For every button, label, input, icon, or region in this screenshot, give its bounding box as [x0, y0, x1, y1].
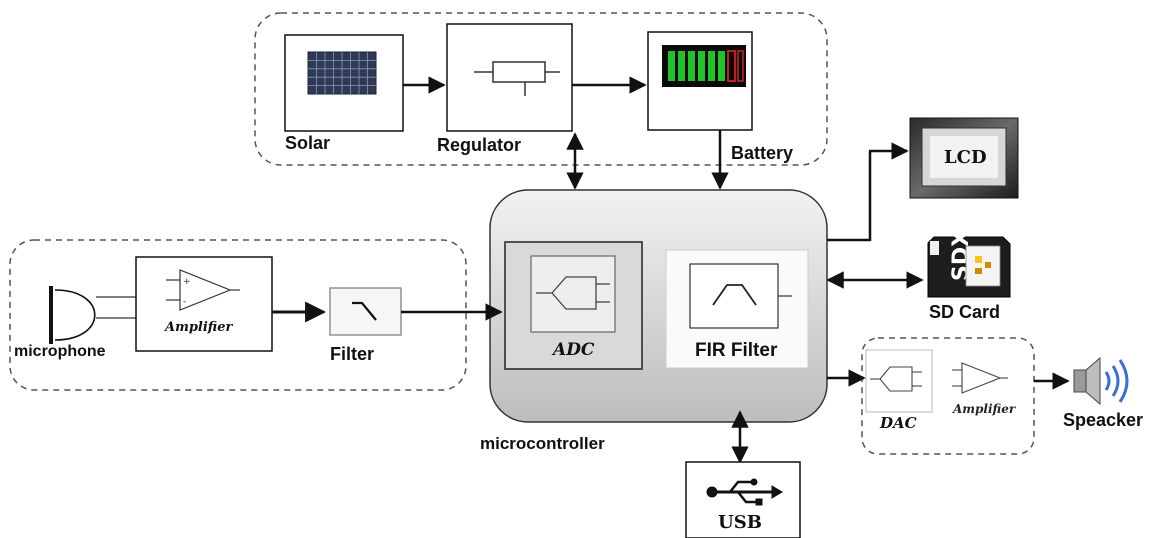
microphone-label: microphone: [14, 343, 106, 360]
usb-icon: [706, 478, 783, 506]
lcd-label: LCD: [944, 147, 987, 168]
adc-icon: [536, 276, 610, 310]
amplifier-out-icon: [952, 362, 1008, 394]
bandpass-icon: [712, 284, 757, 306]
sd-card-icon: SDX: [927, 230, 1011, 298]
filter-block: [329, 287, 402, 336]
svg-text:-: -: [183, 297, 186, 307]
microcontroller-block: [489, 189, 828, 423]
adc-label: ADC: [553, 340, 595, 360]
lcd-block: [909, 117, 1019, 199]
speaker-icon: [1073, 356, 1129, 406]
dac-block: [865, 349, 933, 413]
amplifier-in-block: + -: [135, 256, 273, 352]
battery-label: Battery: [731, 143, 794, 163]
speaker-label: Speacker: [1063, 410, 1144, 430]
usb-block: [685, 461, 801, 538]
solar-panel-icon: [307, 51, 377, 95]
fir-filter-label: FIR Filter: [695, 340, 778, 361]
svg-text:+: +: [183, 277, 191, 287]
battery-icon: [662, 45, 746, 87]
adc-block: [504, 241, 643, 370]
microphone-icon: [49, 286, 136, 344]
sd-card-label: SD Card: [929, 302, 1001, 322]
usb-label: USB: [718, 512, 762, 533]
battery-block: [647, 31, 753, 131]
regulator-label: Regulator: [437, 135, 522, 155]
regulator-block: [446, 23, 573, 132]
microcontroller-label: microcontroller: [480, 434, 605, 453]
regulator-icon: [474, 61, 560, 96]
solar-block: [284, 34, 404, 132]
lowpass-icon: [352, 301, 377, 321]
input-group: [9, 239, 467, 391]
fir-filter-block: [665, 249, 809, 369]
output-group: [861, 337, 1035, 455]
filter-label: Filter: [330, 344, 375, 364]
amplifier-out-label: Amplifier: [953, 402, 1016, 416]
amplifier-in-label: Amplifier: [165, 320, 233, 335]
opamp-icon: + -: [166, 269, 240, 311]
dac-icon: [870, 366, 922, 392]
solar-label: Solar: [285, 133, 331, 153]
dac-label: DAC: [880, 414, 917, 432]
power-group: [254, 12, 828, 166]
